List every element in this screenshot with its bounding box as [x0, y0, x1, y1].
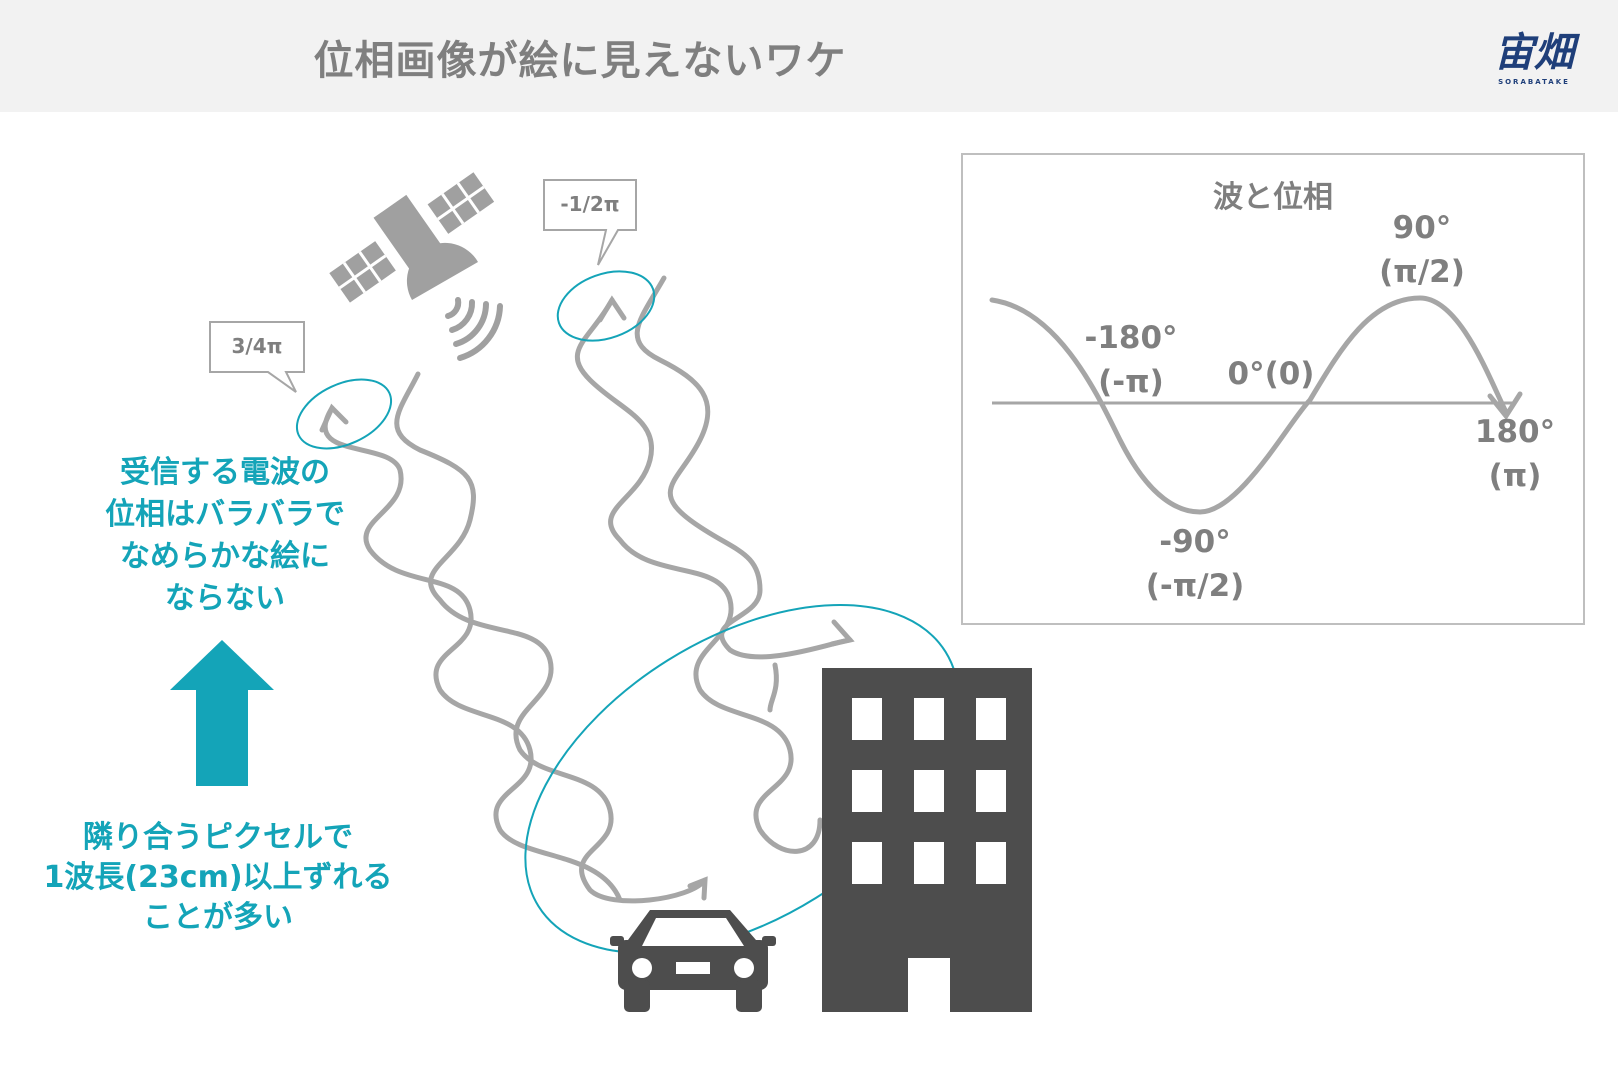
label-90deg: 90° (π/2) [1362, 206, 1482, 294]
note-top-line: 位相はバラバラで [105, 497, 345, 532]
page-title: 位相画像が絵に見えないワケ [313, 38, 847, 84]
label-minus90deg: -90° (-π/2) [1130, 520, 1260, 608]
note-phase-scattered: 受信する電波の 位相はバラバラで なめらかな絵に ならない [70, 452, 380, 620]
phase-ellipse-right [556, 270, 656, 342]
sorabatake-logo: 宙畑 SORABATAKE [1478, 20, 1590, 92]
satellite-icon [329, 172, 503, 361]
label-minus90deg-radians: (-π/2) [1145, 568, 1245, 604]
label-90deg-radians: (π/2) [1379, 254, 1465, 290]
logo-subtitle: SORABATAKE [1498, 78, 1570, 86]
pixel-ellipse [524, 604, 960, 954]
label-minus180deg-degrees: -180° [1084, 320, 1178, 356]
header-bar: 位相画像が絵に見えないワケ 宙畑 SORABATAKE [0, 0, 1618, 112]
bubble-shapes [209, 179, 637, 393]
bubble-left: 3/4π [231, 334, 283, 358]
up-arrow-icon [170, 640, 274, 786]
note-top-line: ならない [165, 581, 285, 616]
signal-wave-4 [634, 275, 853, 660]
note-top-line: 受信する電波の [120, 455, 330, 490]
label-180deg: 180° (π) [1460, 410, 1570, 498]
signal-waves [322, 275, 853, 904]
label-90deg-degrees: 90° [1392, 210, 1452, 246]
label-0deg: 0°(0) [1216, 352, 1326, 396]
label-180deg-radians: (π) [1488, 458, 1542, 494]
label-minus180deg: -180° (-π) [1066, 316, 1196, 404]
note-bottom-line: 隣り合うピクセルで [83, 820, 353, 855]
note-bottom-line: 1波長(23cm)以上ずれる [43, 860, 393, 895]
label-0deg-text: 0°(0) [1227, 356, 1315, 392]
signal-wave-2 [394, 371, 708, 904]
logo-mark: 宙畑 [1494, 30, 1574, 76]
label-minus90deg-degrees: -90° [1159, 524, 1231, 560]
inset-panel [961, 153, 1585, 625]
signal-wave-3 [574, 297, 823, 854]
phase-ellipse-left [295, 378, 393, 450]
label-180deg-degrees: 180° [1474, 414, 1556, 450]
car-icon [610, 910, 776, 1012]
note-top-line: なめらかな絵に [120, 539, 330, 574]
note-bottom-line: ことが多い [143, 900, 293, 935]
phase-highlights [295, 270, 960, 954]
label-minus180deg-radians: (-π) [1098, 364, 1164, 400]
bubble-right: -1/2π [560, 192, 620, 216]
inset-title: 波と位相 [1213, 180, 1333, 215]
signal-arrowheads [319, 295, 855, 901]
building-icon [822, 668, 1032, 1012]
signal-wave-1 [322, 405, 623, 903]
inset-wave [989, 295, 1509, 515]
note-wavelength-shift: 隣り合うピクセルで 1波長(23cm)以上ずれる ことが多い [18, 818, 418, 938]
